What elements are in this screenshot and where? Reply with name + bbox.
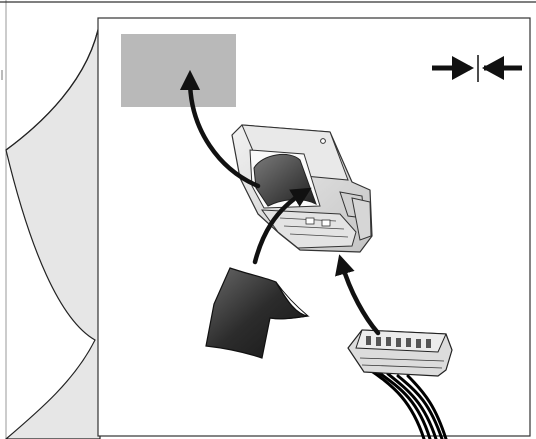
left-page-edge: [2, 0, 6, 439]
gray-placeholder-box: [121, 34, 236, 107]
page-curl: [6, 20, 100, 439]
